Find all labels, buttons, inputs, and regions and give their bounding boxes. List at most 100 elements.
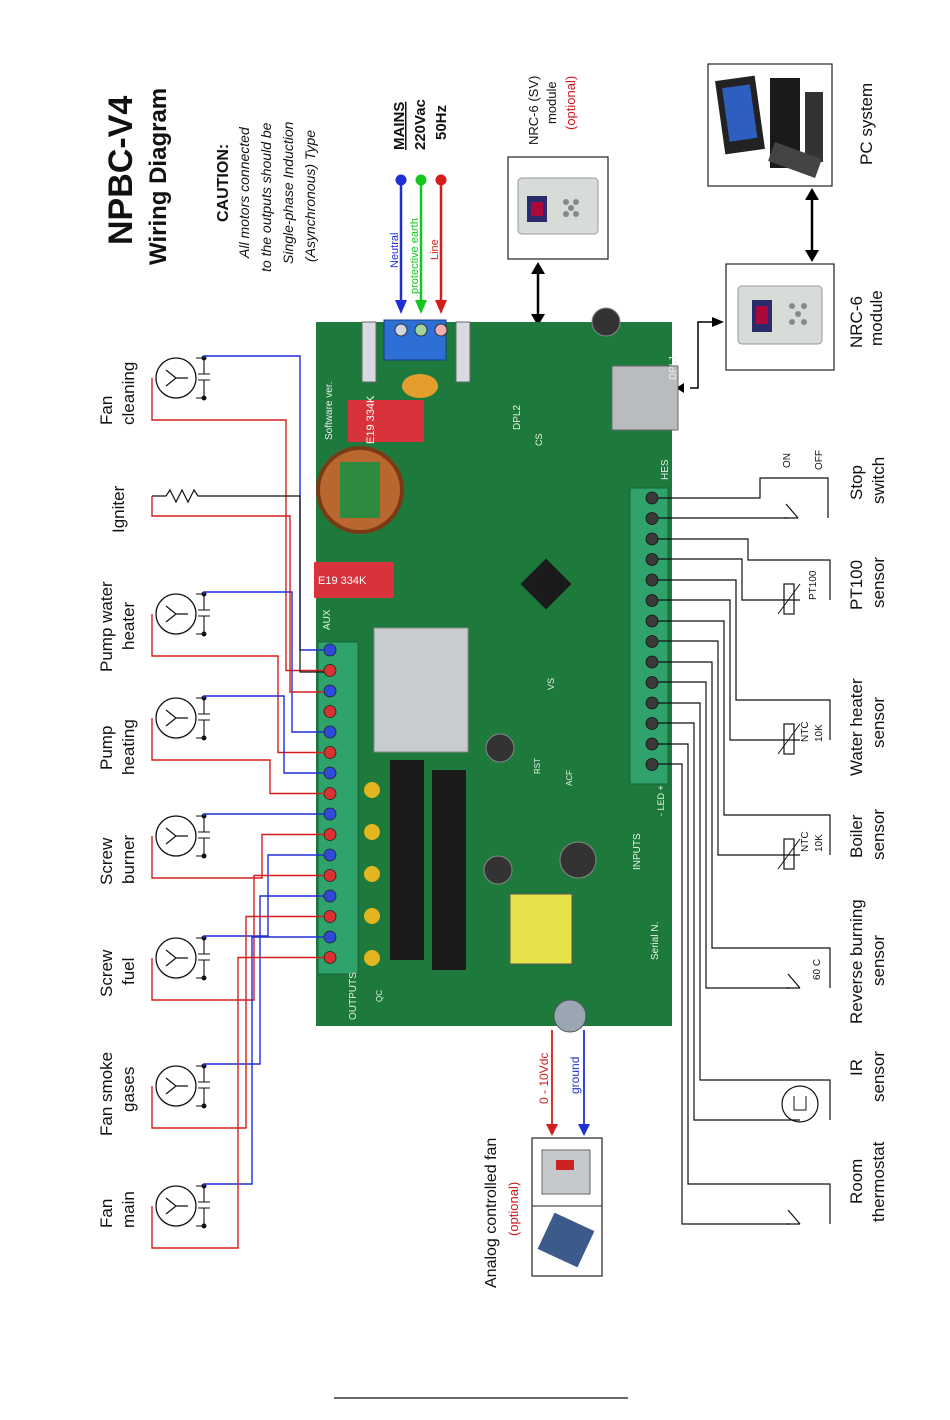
input-terminal-screw xyxy=(645,655,659,669)
nrc6-sub: module xyxy=(867,290,886,346)
reverse-60c-tag: 60 C xyxy=(812,959,823,980)
caution-title: CAUTION: xyxy=(215,144,232,222)
input-terminal-screw xyxy=(645,758,659,771)
analog-fan-optional: (optional) xyxy=(506,1182,521,1236)
nrc6-title: NRC-6 xyxy=(847,296,866,348)
output-terminal-screw xyxy=(323,889,337,903)
ir-label-2: sensor xyxy=(869,1051,888,1102)
analog-fan-title: Analog controlled fan xyxy=(483,1138,500,1288)
wh-10k-tag: 10K xyxy=(814,724,825,742)
motor-symbol xyxy=(155,355,210,401)
motor-symbol xyxy=(155,813,210,859)
mains-voltage: 220Vac xyxy=(412,99,429,150)
mains-frequency: 50Hz xyxy=(433,105,450,140)
room-thermostat-label-1: Room xyxy=(847,1159,866,1204)
output-terminal-screw xyxy=(323,828,337,841)
boiler-label-1: Boiler xyxy=(847,814,866,858)
fan-smoke-label-1: Fan smoke xyxy=(97,1052,116,1136)
diagram-subtitle: Wiring Diagram xyxy=(145,88,172,265)
igniter-resistor xyxy=(152,488,324,673)
motor-symbol xyxy=(155,935,210,981)
board-dpl1: DPL1 xyxy=(668,355,679,380)
board-led: - LED + xyxy=(656,785,666,816)
screw-burner-label-2: burner xyxy=(119,835,138,884)
ir-label-1: IR xyxy=(847,1059,866,1076)
nrc6-sv-optional: (optional) xyxy=(563,76,578,130)
input-terminal-screw xyxy=(645,717,659,730)
output-terminal-screw xyxy=(323,684,337,698)
input-terminal-screw xyxy=(645,696,659,710)
fan-main-label-2: main xyxy=(119,1191,138,1228)
output-terminal-screw xyxy=(323,869,337,882)
board-serial: Serial N. xyxy=(650,922,661,960)
nrc6-sv-title: NRC-6 (SV) xyxy=(526,76,541,145)
motor-symbol xyxy=(155,1183,210,1229)
fan-cleaning-label-2: cleaning xyxy=(119,362,138,425)
input-terminal-screw xyxy=(645,573,659,587)
controller-board: Software ver. E19 334K E19 334K DPL2 DPL… xyxy=(314,307,679,1033)
board-software-ver: Software ver. xyxy=(324,382,335,440)
input-terminal-screw xyxy=(645,635,659,648)
caution-line-4: (Asynchronous) Type xyxy=(302,130,318,262)
output-terminal-screw xyxy=(323,787,337,800)
neutral-terminal-dot xyxy=(395,174,407,186)
boiler-ntc-tag: NTC xyxy=(800,831,811,852)
output-terminal-screw xyxy=(323,848,337,862)
motor-symbol xyxy=(155,695,210,741)
input-terminal-screw xyxy=(645,614,659,628)
screw-fuel-label-2: fuel xyxy=(119,958,138,985)
input-device-symbol xyxy=(777,723,801,755)
fan-main-label-1: Fan xyxy=(97,1199,116,1228)
analog-ground-label: ground xyxy=(568,1057,582,1094)
reverse-burning-label-2: sensor xyxy=(869,935,888,986)
board-outputs: OUTPUTS xyxy=(348,972,359,1020)
output-terminal-screw xyxy=(323,664,337,677)
output-terminal-screw xyxy=(323,766,337,780)
pt100-label-2: sensor xyxy=(869,557,888,608)
board-rst: RST xyxy=(533,758,542,774)
output-terminal-screw xyxy=(323,951,337,964)
board-dpl2: DPL2 xyxy=(512,405,523,430)
screw-fuel-label-1: Screw xyxy=(97,949,116,997)
pump-heating-label-2: heating xyxy=(119,719,138,775)
input-terminal-screw xyxy=(645,532,659,546)
input-terminal-screw xyxy=(645,553,659,566)
caution-line-2: to the outputs should be xyxy=(258,122,274,272)
output-terminal-screw xyxy=(323,725,337,739)
reverse-burning-label-1: Reverse burning xyxy=(847,899,866,1024)
input-device-symbol xyxy=(781,1085,819,1123)
pump-heating-label-1: Pump xyxy=(97,726,116,770)
pump-water-heater-label-2: heater xyxy=(119,601,138,650)
wh-ntc-tag: NTC xyxy=(800,721,811,742)
board-e19-a: E19 334K xyxy=(365,395,377,444)
input-terminal-screw xyxy=(645,512,659,525)
input-device-symbol xyxy=(786,973,801,989)
water-heater-label-2: sensor xyxy=(869,697,888,748)
input-terminal-screw xyxy=(645,594,659,607)
stop-switch-label-1: Stop xyxy=(847,465,866,500)
motor-symbol xyxy=(155,591,210,637)
board-vs: VS xyxy=(546,678,556,690)
output-terminal-screw xyxy=(323,746,337,759)
board-inputs: INPUTS xyxy=(632,833,643,870)
input-terminal-screw xyxy=(645,491,659,505)
nrc6-sv-sub: module xyxy=(544,81,559,124)
line-terminal-dot xyxy=(435,174,447,186)
earth-terminal-dot xyxy=(415,174,427,186)
fan-cleaning-label-1: Fan xyxy=(97,396,116,425)
room-thermostat-label-2: thermostat xyxy=(869,1141,888,1222)
motor-symbol xyxy=(155,1063,210,1109)
pt100-tag: PT100 xyxy=(808,570,819,600)
pump-water-heater-label-1: Pump water xyxy=(97,581,116,672)
stop-switch-label-2: switch xyxy=(869,457,888,504)
switch-off-label: OFF xyxy=(814,450,825,470)
input-device-symbol xyxy=(786,1209,801,1225)
pc-system-label: PC system xyxy=(857,83,876,165)
output-terminal-screw xyxy=(323,910,337,923)
board-aux: AUX xyxy=(322,609,333,630)
input-terminal-screw xyxy=(645,676,659,689)
earth-label: protective earth xyxy=(409,218,421,294)
fan-smoke-label-2: gases xyxy=(119,1067,138,1112)
output-terminal-screw xyxy=(323,643,337,657)
